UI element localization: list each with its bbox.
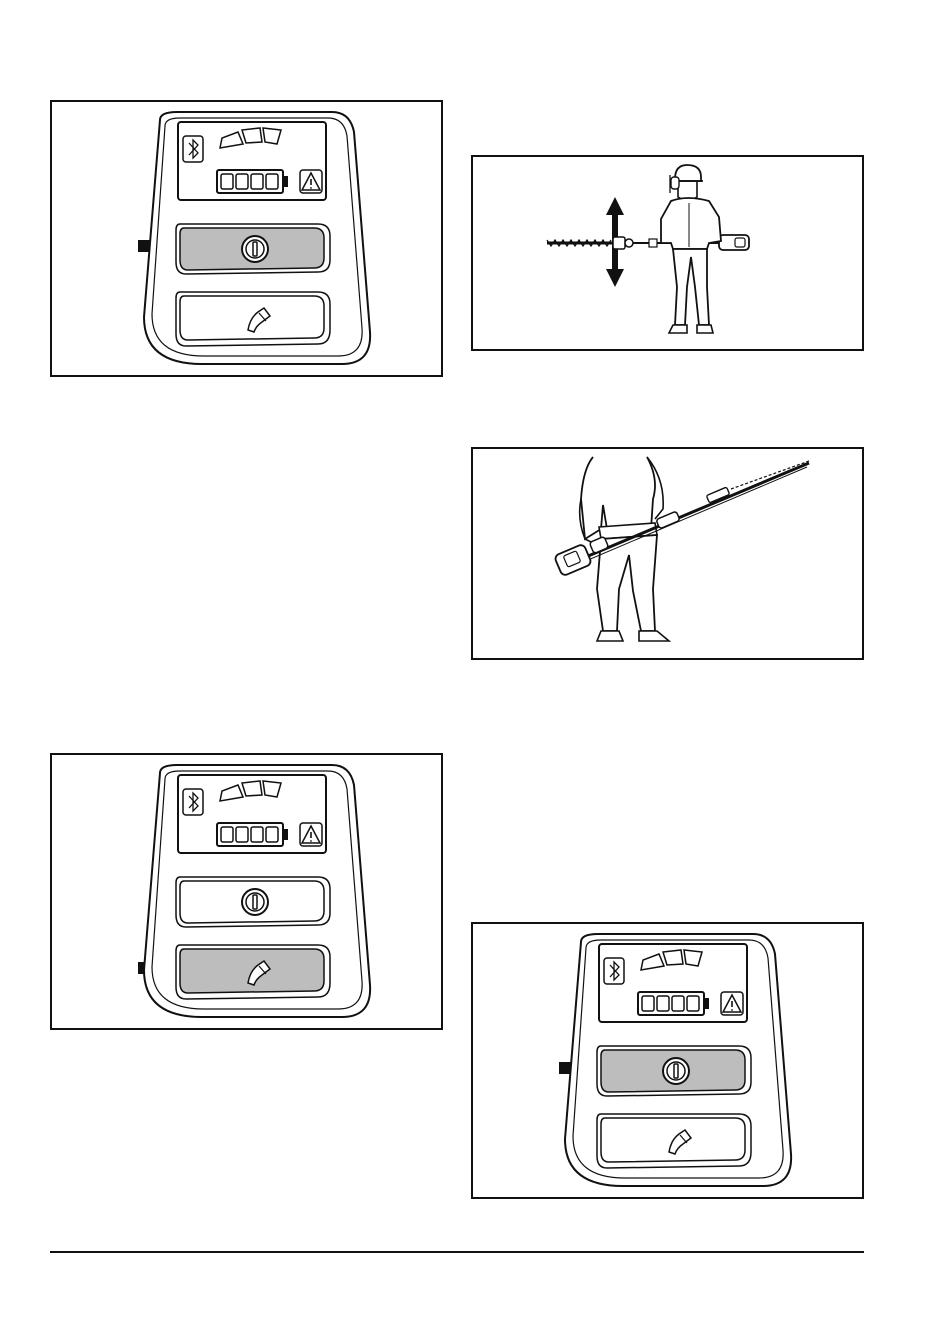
control-panel-illustration xyxy=(52,755,441,1028)
figure-operator-diagonal-trimming xyxy=(471,447,864,660)
power-icon xyxy=(242,236,268,262)
figure-control-panel-boost xyxy=(50,753,443,1030)
operator-illustration xyxy=(473,157,862,349)
warning-icon xyxy=(300,170,322,193)
warning-icon xyxy=(300,823,322,846)
bluetooth-icon xyxy=(183,136,203,162)
bluetooth-icon xyxy=(604,958,624,984)
power-button[interactable] xyxy=(176,877,330,927)
footer-rule xyxy=(50,1251,864,1253)
bluetooth-icon xyxy=(183,789,203,815)
boost-button[interactable] xyxy=(176,945,330,999)
operator-icon xyxy=(661,165,721,333)
battery-icon xyxy=(638,992,709,1015)
power-button[interactable] xyxy=(597,1046,751,1096)
figure-control-panel-power-2 xyxy=(471,922,864,1199)
power-icon xyxy=(663,1058,689,1084)
control-panel-illustration xyxy=(473,924,862,1197)
boost-button[interactable] xyxy=(176,292,330,346)
warning-icon xyxy=(721,992,743,1015)
battery-icon xyxy=(217,170,288,193)
control-panel-illustration xyxy=(52,102,441,375)
power-button[interactable] xyxy=(176,224,330,274)
figure-operator-horizontal-trimming xyxy=(471,155,864,351)
boost-button[interactable] xyxy=(597,1114,751,1168)
power-icon xyxy=(242,889,268,915)
battery-icon xyxy=(217,823,288,846)
figure-control-panel-power xyxy=(50,100,443,377)
operator-illustration xyxy=(473,449,862,658)
